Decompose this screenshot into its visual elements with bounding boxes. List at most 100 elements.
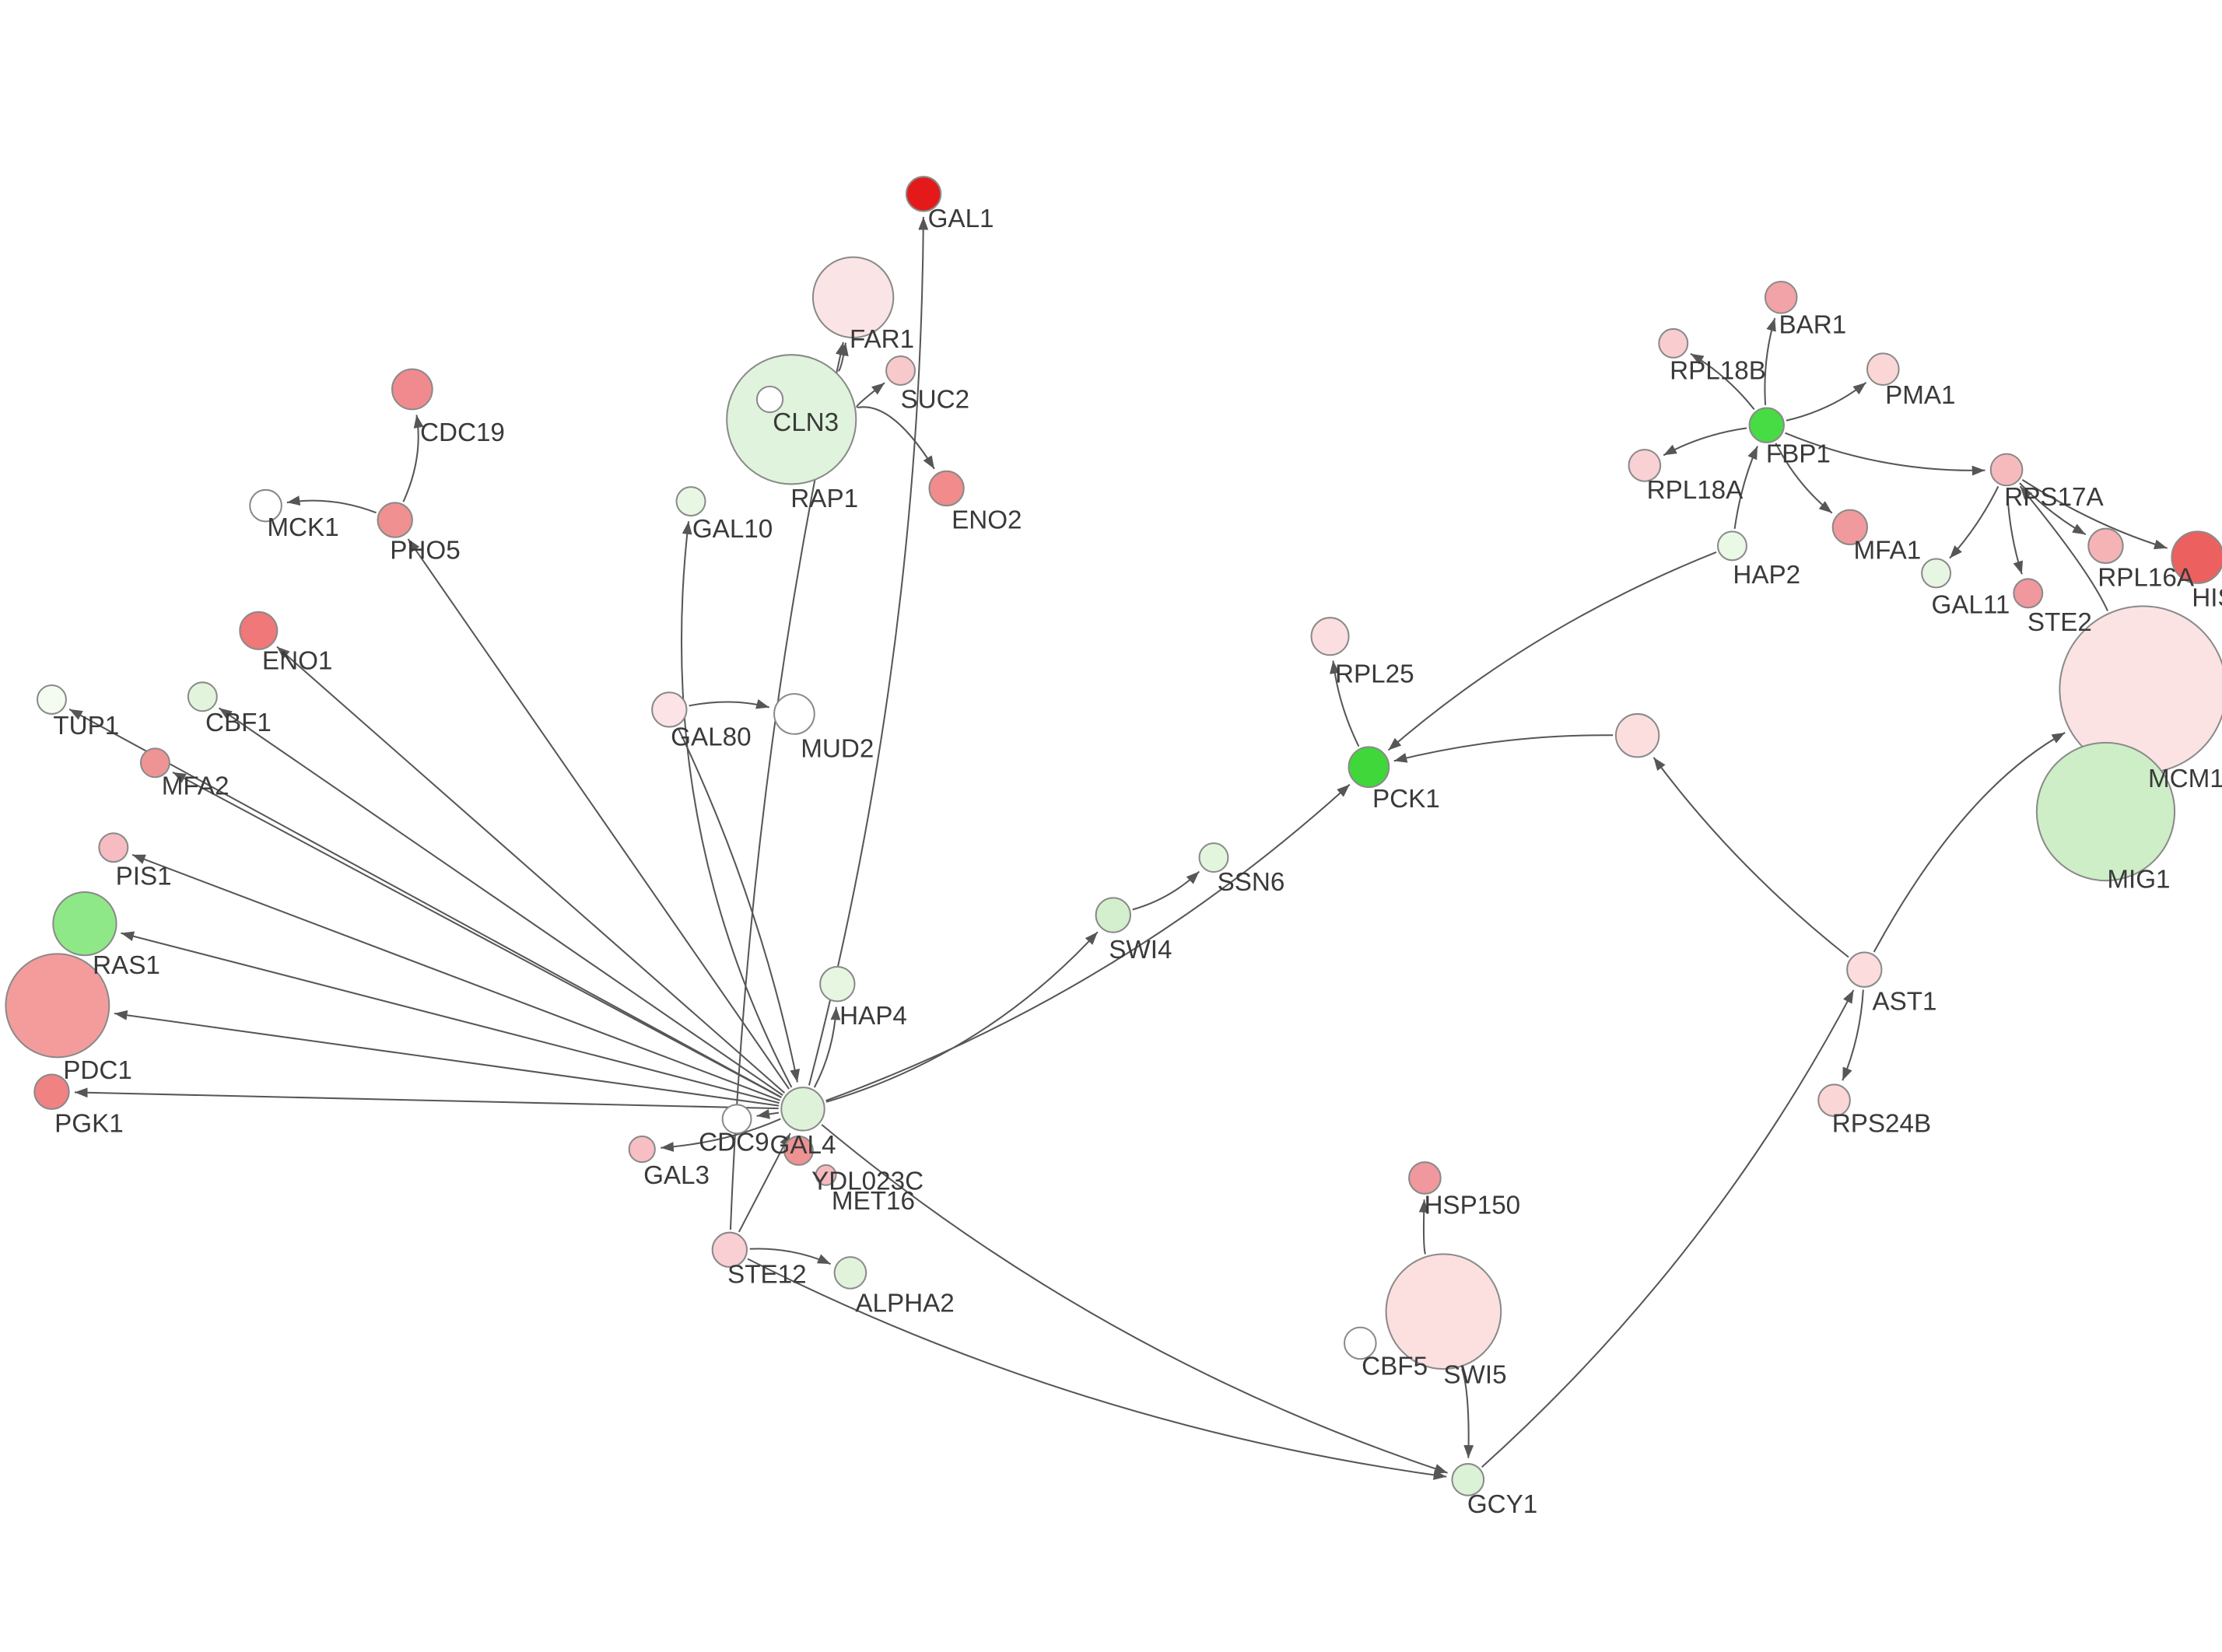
node-pis1[interactable] bbox=[98, 832, 129, 863]
node-mfa1[interactable] bbox=[1831, 509, 1869, 546]
edge-rps17a-gal11[interactable] bbox=[1949, 485, 1999, 559]
node-hap4[interactable] bbox=[819, 965, 856, 1003]
node-far1[interactable] bbox=[811, 256, 895, 339]
node-met16[interactable] bbox=[815, 1164, 837, 1186]
node-pho5[interactable] bbox=[377, 502, 413, 538]
node-rpl25[interactable] bbox=[1310, 617, 1350, 656]
edge-ste12-gal4[interactable] bbox=[738, 1132, 791, 1233]
node-rps17a[interactable] bbox=[1989, 453, 2024, 487]
node-alpha2[interactable] bbox=[833, 1256, 867, 1290]
edge-gal4-gcy1[interactable] bbox=[821, 1124, 1448, 1474]
node-swi4[interactable] bbox=[1095, 897, 1131, 933]
node-rpl16a[interactable] bbox=[2087, 527, 2124, 565]
edge-gal4-pdc1[interactable] bbox=[114, 1010, 780, 1107]
edge-gal4-tup1[interactable] bbox=[68, 708, 782, 1098]
edge-gal4-gal1[interactable] bbox=[808, 216, 929, 1086]
node-hap2[interactable] bbox=[1716, 530, 1747, 562]
node-bar1[interactable] bbox=[1764, 280, 1798, 314]
node-cbf5[interactable] bbox=[1343, 1326, 1377, 1360]
edge-rps17a-ste2[interactable] bbox=[2006, 488, 2023, 575]
edge-fbp1-mfa1[interactable] bbox=[1775, 443, 1833, 514]
edge-gal4-eno1[interactable] bbox=[276, 646, 786, 1094]
node-gal1[interactable] bbox=[905, 176, 942, 212]
node-mig1[interactable] bbox=[2035, 741, 2176, 882]
edge-rap1-far1[interactable] bbox=[837, 342, 849, 372]
node-cdc9[interactable] bbox=[721, 1104, 752, 1135]
edge-pho5-cdc19[interactable] bbox=[402, 415, 424, 502]
edge-gal80-gal4[interactable] bbox=[677, 727, 801, 1083]
node-gal11[interactable] bbox=[1921, 558, 1952, 589]
node-eno2[interactable] bbox=[928, 470, 965, 507]
node-pma1[interactable] bbox=[1866, 352, 1900, 387]
node-hsp150[interactable] bbox=[1408, 1161, 1442, 1195]
edge-fbp1-rps17a[interactable] bbox=[1785, 432, 1985, 476]
edge-gal4-ras1[interactable] bbox=[121, 931, 780, 1104]
edge-ast1-mcm1[interactable] bbox=[1873, 732, 2066, 953]
edge-gcy1-ast1[interactable] bbox=[1481, 989, 1855, 1468]
edge-fbp1-rpl18a[interactable] bbox=[1663, 427, 1747, 457]
edge-swi4-ssn6[interactable] bbox=[1132, 870, 1200, 911]
edge-gal4-hap4[interactable] bbox=[813, 1006, 841, 1088]
node-ssn6[interactable] bbox=[1198, 842, 1229, 873]
node-gcy1[interactable] bbox=[1451, 1463, 1485, 1496]
edge-gal4-pgk1[interactable] bbox=[74, 1087, 779, 1110]
edge-gal4-gal10[interactable] bbox=[681, 521, 793, 1088]
edge-pck1-rpl25[interactable] bbox=[1329, 660, 1360, 747]
node-cdc19[interactable] bbox=[391, 368, 433, 411]
edge-rap1-eno2[interactable] bbox=[857, 406, 935, 470]
node-cbf1[interactable] bbox=[187, 681, 218, 712]
node-ast1[interactable] bbox=[1846, 951, 1883, 988]
edge-ast1-n1[interactable] bbox=[1652, 757, 1849, 958]
node-mck1[interactable] bbox=[249, 488, 282, 523]
node-gal3[interactable] bbox=[628, 1135, 656, 1164]
node-ste12[interactable] bbox=[711, 1231, 748, 1269]
node-rap1[interactable] bbox=[726, 354, 857, 485]
edge-gal4-pho5[interactable] bbox=[407, 538, 790, 1090]
node-gal4[interactable] bbox=[780, 1087, 825, 1132]
edge-gal4-cdc9[interactable] bbox=[756, 1109, 780, 1119]
node-ydl023c[interactable] bbox=[783, 1135, 814, 1166]
node-rps24b[interactable] bbox=[1817, 1083, 1851, 1118]
edge-hap2-fbp1[interactable] bbox=[1733, 446, 1758, 530]
edge-gal4-swi4[interactable] bbox=[825, 931, 1099, 1103]
node-rpl18b[interactable] bbox=[1658, 327, 1689, 359]
edge-pho5-mck1[interactable] bbox=[286, 495, 377, 514]
edge-fbp1-rpl18b[interactable] bbox=[1690, 352, 1755, 411]
edge-swi5-hsp150[interactable] bbox=[1418, 1199, 1429, 1255]
node-mud2[interactable] bbox=[773, 693, 815, 735]
node-mfa2[interactable] bbox=[139, 747, 170, 779]
edge-ast1-rps24b[interactable] bbox=[1842, 989, 1864, 1081]
edge-gal4-pis1[interactable] bbox=[131, 853, 781, 1101]
node-ste2[interactable] bbox=[2013, 578, 2044, 609]
node-his4[interactable] bbox=[2171, 530, 2222, 584]
edge-rps17a-his4[interactable] bbox=[2021, 479, 2168, 550]
edge-ste12-alpha2[interactable] bbox=[749, 1248, 832, 1265]
edge-gal4-gal3[interactable] bbox=[661, 1118, 781, 1152]
node-pgk1[interactable] bbox=[33, 1073, 70, 1110]
node-gal10[interactable] bbox=[675, 486, 706, 517]
node-suc2[interactable] bbox=[885, 355, 916, 387]
edge-swi5-gcy1[interactable] bbox=[1461, 1368, 1474, 1458]
edge-fbp1-bar1[interactable] bbox=[1764, 317, 1776, 405]
node-swi5[interactable] bbox=[1385, 1253, 1502, 1370]
node-eno1[interactable] bbox=[239, 611, 279, 650]
node-cln3[interactable] bbox=[755, 385, 784, 414]
edge-gal4-cbf1[interactable] bbox=[218, 707, 783, 1096]
node-pck1[interactable] bbox=[1348, 746, 1390, 789]
edge-hap2-pck1[interactable] bbox=[1387, 551, 1717, 751]
node-ras1[interactable] bbox=[52, 891, 117, 957]
node-rpl18a[interactable] bbox=[1628, 449, 1662, 482]
edge-fbp1-pma1[interactable] bbox=[1786, 382, 1867, 422]
edge-ste12-gcy1[interactable] bbox=[747, 1258, 1447, 1480]
node-n1[interactable] bbox=[1614, 712, 1660, 758]
edge-gal4-mfa2[interactable] bbox=[172, 772, 782, 1098]
edge-mcm1-rps17a[interactable] bbox=[2019, 485, 2108, 611]
edge-n1-pck1[interactable] bbox=[1393, 734, 1614, 763]
node-gal80[interactable] bbox=[651, 691, 688, 728]
node-tup1[interactable] bbox=[36, 684, 67, 715]
edge-gal80-mud2[interactable] bbox=[689, 698, 770, 709]
node-pdc1[interactable] bbox=[5, 953, 110, 1059]
edge-gal4-pck1[interactable] bbox=[825, 783, 1351, 1102]
edge-rap1-suc2[interactable] bbox=[856, 382, 885, 408]
